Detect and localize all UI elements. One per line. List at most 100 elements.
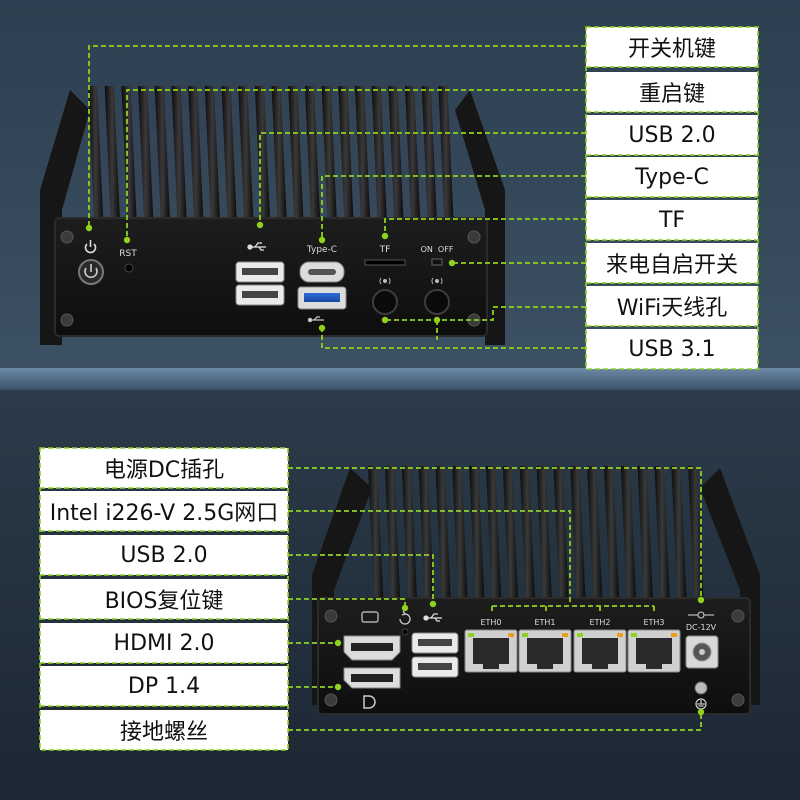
eth0-label: ETH0 xyxy=(480,618,501,627)
callout-dot xyxy=(85,224,93,232)
callout-boxes xyxy=(39,26,759,751)
heatsink-fin xyxy=(404,86,421,218)
ethernet-port-clip xyxy=(592,664,608,669)
heatsink-fin xyxy=(671,466,687,598)
dp-port-inner xyxy=(351,674,393,682)
callout-usb2: USB 2.0 xyxy=(628,122,716,148)
onoff-label: ON OFF xyxy=(421,245,454,254)
callout-box xyxy=(40,710,288,750)
ethernet-led-icon xyxy=(577,633,583,637)
callout-dot xyxy=(318,324,326,332)
tf-slot[interactable] xyxy=(364,259,406,266)
reset-button[interactable] xyxy=(124,263,134,273)
callout-dot xyxy=(334,683,342,691)
callout-dot xyxy=(448,259,456,267)
callout-dc-jack: 电源DC插孔 xyxy=(103,458,225,483)
heatsink-fin xyxy=(452,466,468,598)
callout-dot xyxy=(429,600,437,608)
heatsink-fin xyxy=(321,86,337,218)
heatsink-fin xyxy=(654,466,670,598)
heatsink-fin xyxy=(418,466,434,598)
heatsink-fin xyxy=(553,466,569,598)
callout-stack-border xyxy=(585,26,759,370)
heatsink-fin xyxy=(435,466,451,598)
callout-dp: DP 1.4 xyxy=(127,673,201,699)
power-button-icon xyxy=(84,264,98,279)
usb2-port-lower-tongue xyxy=(242,291,278,298)
callout-box xyxy=(40,491,288,531)
dc-label: DC-12V xyxy=(686,623,717,632)
callout-box xyxy=(586,243,758,283)
callout-box xyxy=(586,72,758,112)
leader-lines xyxy=(88,45,702,731)
wifi-antenna-hole-right[interactable] xyxy=(424,289,450,315)
ethernet-port-clip xyxy=(483,664,499,669)
ethernet-led-icon xyxy=(468,633,474,637)
callout-dot xyxy=(401,604,409,612)
callout-reset-button: 重启键 xyxy=(638,82,705,107)
callout-ground-screw: 接地螺丝 xyxy=(119,720,208,745)
callout-box xyxy=(586,286,758,326)
ethernet-port-clip xyxy=(646,664,662,669)
callout-ethernet: Intel i226-V 2.5G网口 xyxy=(49,501,279,526)
callout-box xyxy=(40,448,288,488)
power-on-switch[interactable] xyxy=(431,258,443,266)
heatsink-fin xyxy=(536,466,552,598)
heatsink-fin xyxy=(368,466,384,598)
bios-reset-icon xyxy=(399,610,411,625)
heatsink-fin xyxy=(304,86,321,218)
callout-box xyxy=(40,666,288,706)
callout-power-button: 开关机键 xyxy=(627,37,716,62)
callout-box xyxy=(40,579,288,619)
heatsink-fin xyxy=(502,466,519,598)
usb-icon xyxy=(423,613,442,622)
callout-dot xyxy=(433,316,441,324)
leader-line xyxy=(321,175,586,240)
callout-box xyxy=(586,329,758,369)
typec-label: Type-C xyxy=(306,245,337,255)
divider-band xyxy=(0,368,800,390)
heatsink-fin xyxy=(371,86,387,218)
leader-line xyxy=(288,554,434,604)
top-device: RST Type-C TF ON OFF xyxy=(40,86,505,345)
callout-box xyxy=(586,200,758,240)
bios-reset-button[interactable] xyxy=(401,628,409,636)
callout-dot xyxy=(381,232,389,240)
leader-line xyxy=(259,132,586,225)
callout-dot xyxy=(318,236,326,244)
heatsink-fin xyxy=(138,86,154,218)
usb2-port-upper-tongue xyxy=(242,268,278,275)
displayport-icon xyxy=(363,695,376,709)
tf-label: TF xyxy=(379,245,391,255)
wifi-icon xyxy=(379,277,443,285)
ethernet-port-socket xyxy=(473,638,509,664)
eth1-label: ETH1 xyxy=(534,618,555,627)
callout-dot xyxy=(697,596,705,604)
usb3-icon xyxy=(307,316,324,323)
screw-icon xyxy=(324,609,745,707)
wifi-antenna-hole-left[interactable] xyxy=(372,289,398,315)
heatsink-fin xyxy=(288,86,304,218)
heatsink-fin xyxy=(637,466,653,598)
ethernet-led-icon xyxy=(631,633,637,637)
heatsink-fin xyxy=(620,466,637,598)
ground-screw[interactable] xyxy=(694,681,708,695)
heatsink-fin xyxy=(587,466,603,598)
heatsink-fin xyxy=(171,86,187,218)
callout-usb31: USB 3.1 xyxy=(628,336,716,362)
heatsink-fin xyxy=(603,466,620,598)
callout-box xyxy=(40,623,288,663)
heatsink-fin xyxy=(188,86,204,218)
ethernet-led-icon xyxy=(508,633,514,637)
callout-box xyxy=(586,27,758,67)
callout-tf: TF xyxy=(658,207,686,233)
leader-line xyxy=(288,712,702,731)
callout-dot xyxy=(381,316,389,324)
callout-box xyxy=(586,115,758,155)
callout-box xyxy=(586,157,758,197)
top-heatsink-left xyxy=(40,90,90,345)
heatsink-fin xyxy=(401,466,417,598)
heatsink-fin xyxy=(204,86,220,218)
ethernet-led-icon xyxy=(617,633,623,637)
